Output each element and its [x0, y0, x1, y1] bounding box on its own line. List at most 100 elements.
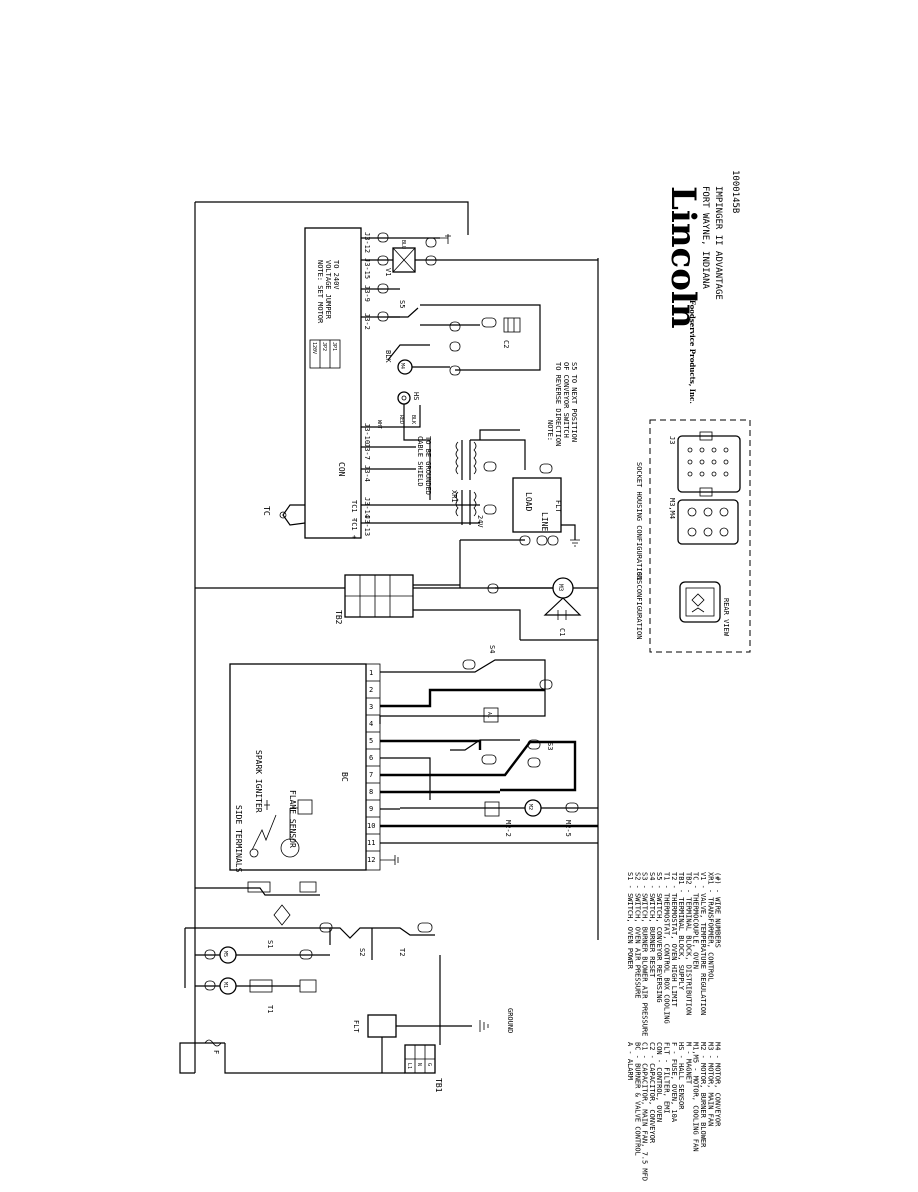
svg-text:BLU: BLU	[400, 240, 406, 249]
svg-text:TB1: TB1	[434, 1078, 443, 1093]
svg-text:TC1 +: TC1 +	[350, 518, 358, 539]
emi-filter: LOAD LINE FLT	[512, 477, 580, 547]
svg-text:7: 7	[369, 771, 373, 779]
svg-text:RED: RED	[398, 415, 404, 424]
main-bus-wires	[179, 201, 599, 1074]
svg-text:M3,M4: M3,M4	[668, 498, 676, 519]
legend-line: M2 - MOTOR, BURNER BLOWER	[699, 1042, 707, 1148]
svg-text:LOAD: LOAD	[524, 492, 533, 511]
controller-pins: J3-12 J3-15 J3-9 J3-2 J3-10 J3-7 J3-4 J3…	[350, 232, 371, 539]
svg-text:S1: S1	[266, 940, 274, 948]
pin-j3-15: J3-15	[363, 258, 371, 279]
svg-text:JP1: JP1	[331, 342, 337, 351]
svg-text:GROUND: GROUND	[506, 1008, 514, 1033]
svg-text:12: 12	[367, 856, 375, 864]
legend-line: S4 - SWITCH, BURNER RESET	[648, 872, 656, 978]
svg-text:FLT: FLT	[352, 1020, 360, 1033]
svg-text:F: F	[212, 1050, 220, 1054]
pin-j3-7: J3-7	[363, 443, 371, 460]
svg-text:TO REVERSE DIRECTION: TO REVERSE DIRECTION	[554, 362, 562, 446]
svg-text:S3: S3	[546, 742, 554, 750]
supply-filter: FLT GROUND	[352, 1008, 514, 1073]
pin-j3-14: J3-14	[363, 497, 371, 518]
svg-text:NOTE: SET MOTOR: NOTE: SET MOTOR	[316, 260, 324, 324]
burner-control: BC SIDE TERMINALS SPARK IGNITER FLAME SE…	[229, 645, 598, 873]
svg-text:BLK: BLK	[384, 350, 392, 363]
svg-text:TB2: TB2	[334, 610, 343, 625]
legend-line: BC - BURNER & VALVE CONTROL	[633, 1042, 641, 1156]
legend-line: XR1 - TRANSFORMER, CONTROL	[706, 872, 714, 982]
svg-text:OF CONVEYOR SWITCH: OF CONVEYOR SWITCH	[562, 362, 570, 438]
legend-line: C2 - CAPACITOR, CONVEYOR	[648, 1042, 656, 1144]
svg-text:11: 11	[367, 839, 375, 847]
voltage-jumpers: 120V JP2 JP1	[309, 339, 341, 369]
svg-text:FLAME SENSOR: FLAME SENSOR	[288, 790, 297, 848]
svg-text:120V: 120V	[311, 342, 317, 354]
svg-text:M3: M3	[557, 584, 564, 592]
terminal-block-tb2: TB2	[334, 574, 521, 640]
legend-line: S5 - SWITCH, CONVEYOR REVERSING	[655, 872, 663, 1003]
svg-text:M5: M5	[222, 951, 228, 957]
s1-rocker-icon	[679, 581, 721, 623]
svg-text:HS: HS	[412, 392, 420, 400]
bc-label: BC	[340, 772, 349, 782]
svg-text:G: G	[426, 1063, 432, 1066]
svg-text:NOTE:: NOTE:	[546, 420, 554, 441]
terminal-block-tb1: L1 N G TB1	[404, 1044, 443, 1093]
legend-line: M3 - MOTOR, MAIN FAN	[706, 1042, 714, 1126]
pin-j3-2: J3-2	[363, 313, 371, 330]
pin-j3-9: J3-9	[363, 285, 371, 302]
power-switch-s1-area: S1 T1 M5 M1	[195, 881, 330, 1013]
brand-subtitle: Foodservice Products, Inc.	[688, 300, 697, 404]
conveyor-reversing-switch-s5: S5 C2	[388, 300, 541, 371]
svg-text:C1: C1	[558, 628, 566, 636]
svg-text:V1: V1	[384, 268, 392, 276]
svg-text:LINE: LINE	[540, 512, 549, 531]
svg-text:S5 TO NEXT POSITION: S5 TO NEXT POSITION	[570, 362, 578, 442]
svg-text:VOLTAGE JUMPER: VOLTAGE JUMPER	[324, 260, 332, 320]
svg-text:SOCKET HOUSING CONFIGURATIONS: SOCKET HOUSING CONFIGURATIONS	[635, 462, 643, 584]
legend-line: HS - HALL SENSOR	[677, 1042, 685, 1110]
legend-line: TB2 - TERMINAL BLOCK, DISTRIBUTION	[684, 872, 692, 1015]
voltage-note: NOTE: SET MOTOR VOLTAGE JUMPER TO 240V	[316, 260, 340, 324]
pin-j3-10: J3-10	[363, 423, 371, 444]
hall-sensor: HS WHT RED BLK	[376, 391, 431, 500]
main-fan-motor-m3: M3 C1	[487, 577, 582, 636]
transformer-xr1: XR1 24V	[450, 429, 526, 528]
svg-text:C2: C2	[502, 340, 510, 348]
svg-text:M2-5: M2-5	[564, 820, 572, 837]
svg-text:N: N	[416, 1063, 422, 1066]
reverse-note: NOTE: TO REVERSE DIRECTION OF CONVEYOR S…	[546, 362, 578, 446]
svg-text:REAR VIEW: REAR VIEW	[722, 598, 730, 637]
svg-text:M2: M2	[527, 804, 533, 810]
wire-number-circles	[377, 232, 559, 546]
legend-line: M1,M5 - MOTOR, COOLING FAN	[692, 1042, 700, 1152]
legend-line: A - ALARM	[626, 1042, 634, 1080]
cable-shield-note: CABLE SHIELD TO BE GROUNDED	[416, 436, 432, 495]
svg-text:S5: S5	[398, 300, 406, 308]
legend-line: S3 - SWITCH, BURNER BLOWER AIR PRESSURE	[641, 872, 649, 1036]
legend-line: M - MAGNET	[684, 1042, 692, 1085]
svg-text:2: 2	[369, 686, 373, 694]
svg-text:4: 4	[369, 720, 373, 728]
model-name: IMPINGER II ADVANTAGE	[713, 186, 723, 300]
legend-line: T1 - THERMOSTAT, CONTROL BOX COOLING	[663, 872, 671, 1024]
svg-text:M2-2: M2-2	[504, 820, 512, 837]
svg-text:M4: M4	[399, 363, 405, 369]
tc-label: TC	[262, 506, 271, 516]
svg-text:M1: M1	[222, 982, 228, 988]
air-pressure-switch-s2: S2 T2	[319, 922, 435, 956]
legend-line: S2 - SWITCH, OVEN AIR PRESSURE	[633, 872, 641, 998]
legend-line: T2 - THERMOSTAT, OVEN HIGH LIMIT	[670, 872, 678, 1008]
svg-text:8: 8	[369, 788, 373, 796]
drawing-number: 1000145B	[730, 170, 740, 213]
svg-text:3: 3	[369, 703, 373, 711]
legend-line: M4 - MOTOR, CONVEYOR	[714, 1042, 722, 1127]
svg-text:SPARK IGNITER: SPARK IGNITER	[254, 750, 263, 813]
svg-text:TO BE GROUNDED: TO BE GROUNDED	[424, 436, 432, 495]
brand-logo: Lincoln	[663, 186, 703, 329]
svg-text:WHT: WHT	[376, 420, 382, 429]
legend-line: CON - CONTROL, OVEN	[655, 1042, 663, 1122]
